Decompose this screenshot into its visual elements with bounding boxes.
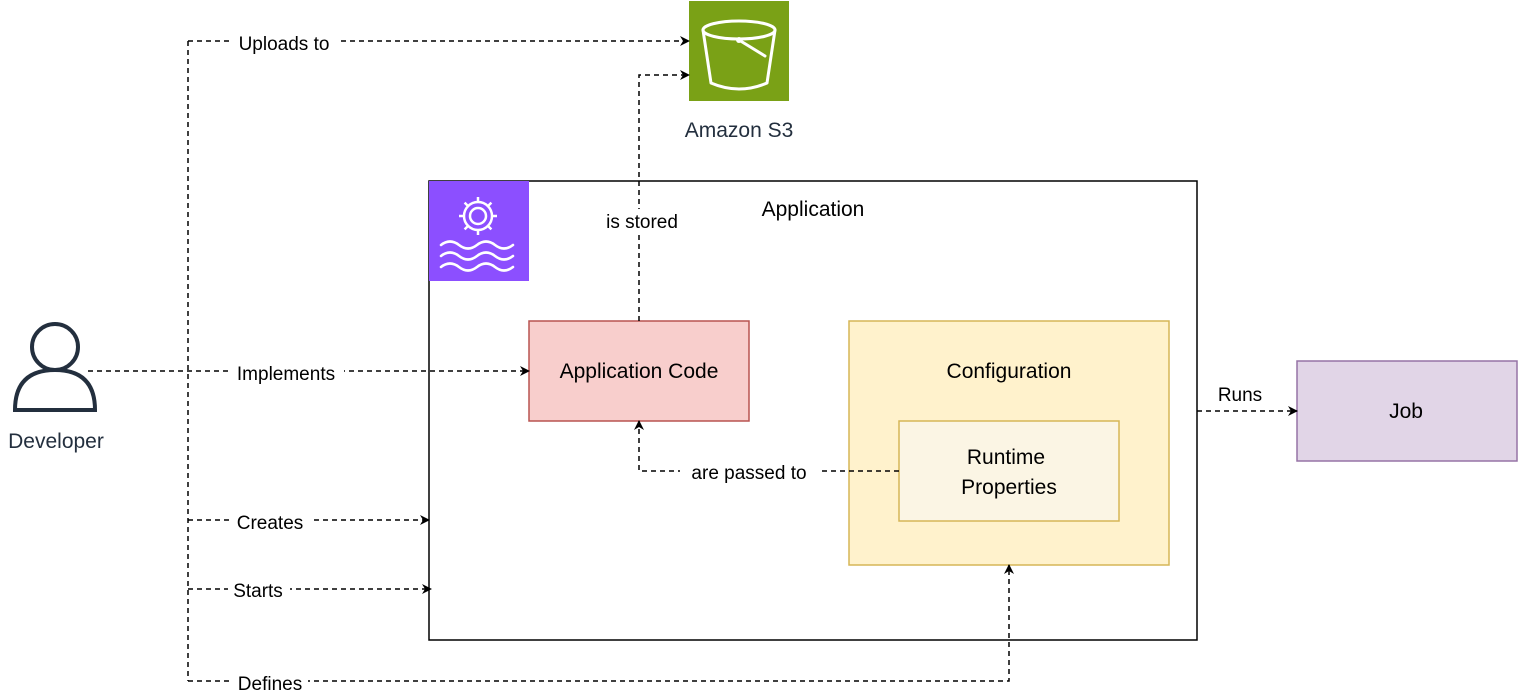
application-label: Application: [762, 198, 865, 221]
configuration-label: Configuration: [947, 360, 1072, 383]
runtime-properties-label-line1: Runtime: [967, 446, 1045, 469]
s3-bucket-icon[interactable]: [689, 1, 789, 101]
uploads-to-label: Uploads to: [239, 34, 330, 55]
starts-label: Starts: [233, 581, 283, 602]
application-code-box[interactable]: [528, 320, 750, 422]
application-code-label: Application Code: [560, 360, 719, 383]
creates-label: Creates: [237, 513, 304, 534]
runtime-properties-label-line2: Properties: [961, 476, 1057, 499]
developer-label: Developer: [8, 430, 104, 453]
is-stored-edge: [638, 70, 690, 321]
job-label: Job: [1389, 400, 1423, 423]
runs-label: Runs: [1218, 385, 1262, 406]
defines-edge: [188, 564, 1014, 682]
user-icon[interactable]: [12, 322, 98, 412]
defines-label: Defines: [238, 674, 302, 695]
runtime-properties-box[interactable]: [898, 420, 1120, 522]
managed-flink-icon: [429, 181, 529, 281]
s3-label: Amazon S3: [685, 119, 794, 142]
is-stored-label: is stored: [606, 212, 678, 233]
implements-label: Implements: [237, 364, 335, 385]
are-passed-to-label: are passed to: [691, 463, 806, 484]
